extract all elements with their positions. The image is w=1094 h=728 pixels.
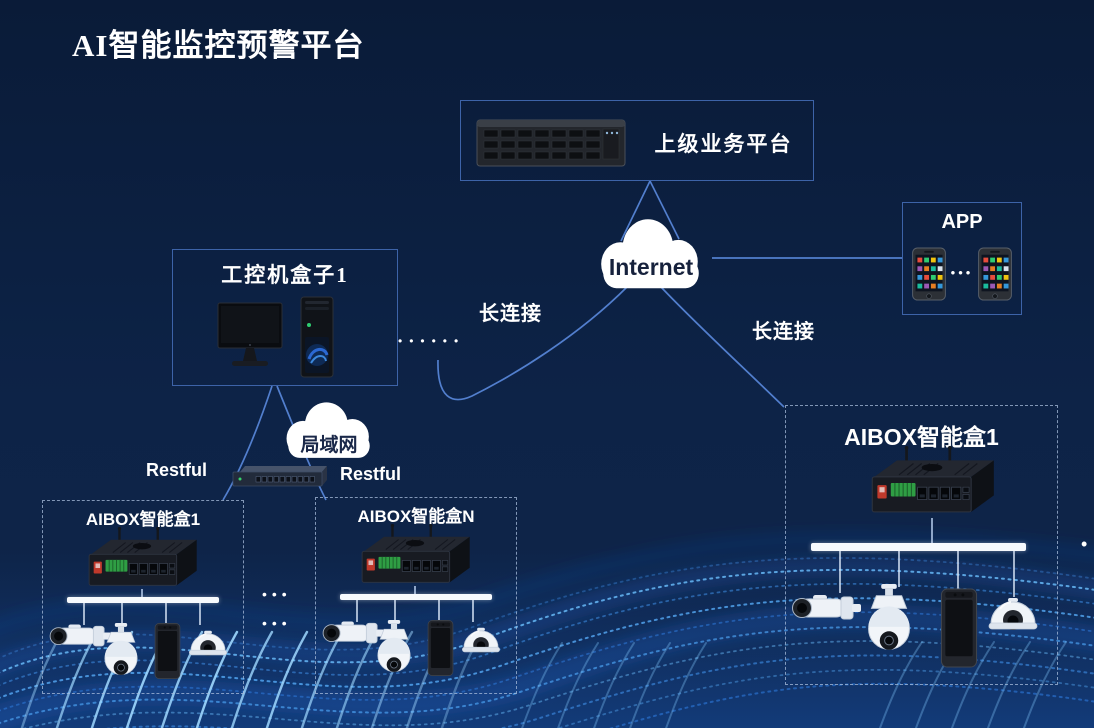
- device-bus-link: [414, 586, 416, 594]
- dome-camera-icon: [460, 626, 502, 656]
- aibox-left-label: AIBOX智能盒1: [85, 510, 201, 529]
- lan-cloud: 局域网: [277, 395, 381, 469]
- face-terminal-icon: [426, 618, 455, 678]
- device-bus-link: [931, 518, 933, 544]
- drop-line: [898, 551, 900, 587]
- aibox-group-middle: AIBOX智能盒N: [315, 497, 517, 694]
- more-ipc-ellipsis: ••••••: [398, 334, 466, 348]
- drop-line: [394, 600, 396, 622]
- long-connection-label-right: 长连接: [752, 321, 815, 343]
- edge-server-cloud-left: [620, 180, 651, 242]
- edge-cloud-left-longconn: [437, 286, 628, 401]
- app-box: APP •••: [902, 202, 1022, 315]
- drop-line: [438, 600, 440, 622]
- aibox-device-icon: [354, 524, 476, 586]
- drop-line: [1013, 551, 1015, 597]
- long-connection-label-left: 长连接: [479, 303, 542, 325]
- app-label: APP: [941, 211, 983, 233]
- camera-bus-bar: [67, 597, 219, 603]
- aibox-group-left: AIBOX智能盒1: [42, 500, 244, 694]
- monitor-icon: [217, 302, 283, 370]
- drop-line: [83, 603, 85, 625]
- aibox-group-right: AIBOX智能盒1: [785, 405, 1058, 685]
- restful-label-left: Restful: [146, 460, 208, 480]
- drop-line: [165, 603, 167, 625]
- aibox-right-label: AIBOX智能盒1: [844, 424, 999, 450]
- bullet-camera-icon: [789, 592, 863, 626]
- drop-line: [839, 551, 841, 593]
- upper-platform-box: 上级业务平台: [460, 100, 814, 181]
- page-title: AI智能监控预警平台: [72, 28, 365, 63]
- edge-server-cloud-right: [649, 180, 680, 240]
- drop-line: [957, 551, 959, 589]
- more-groups-ellipsis: •••: [262, 615, 292, 631]
- aibox-middle-label: AIBOX智能盒N: [357, 507, 475, 526]
- drop-line: [472, 600, 474, 622]
- ptz-camera-icon: [866, 584, 912, 660]
- edge-cloud-right-longconn: [660, 286, 785, 408]
- industrial-pc-box: 工控机盒子1: [172, 249, 398, 386]
- camera-bus-bar: [340, 594, 492, 600]
- edge-ipc-aibox1: [222, 385, 273, 501]
- internet-label: Internet: [608, 254, 694, 280]
- tower-icon: [299, 295, 335, 379]
- internet-cloud: Internet: [590, 210, 712, 302]
- rack-server-icon: [476, 114, 626, 168]
- lan-label: 局域网: [300, 435, 358, 456]
- face-terminal-icon: [153, 621, 182, 681]
- dome-camera-icon: [986, 596, 1040, 634]
- ptz-camera-icon: [376, 620, 412, 680]
- network-switch-icon: [232, 463, 328, 491]
- ptz-camera-icon: [103, 623, 139, 683]
- app-ellipsis: •••: [950, 265, 974, 280]
- industrial-pc-label: 工控机盒子1: [221, 263, 349, 287]
- phone-icon: [911, 247, 947, 301]
- more-right-ellipsis: •: [1081, 534, 1088, 554]
- camera-bus-bar: [811, 543, 1026, 551]
- aibox-device-icon: [81, 527, 203, 589]
- aibox-device-icon: [864, 442, 1000, 520]
- phone-icon: [977, 247, 1013, 301]
- restful-label-right: Restful: [340, 464, 402, 484]
- drop-line: [356, 600, 358, 622]
- upper-platform-label: 上级业务平台: [654, 132, 793, 156]
- dome-camera-icon: [187, 629, 229, 659]
- drop-line: [121, 603, 123, 625]
- drop-line: [199, 603, 201, 625]
- more-groups-ellipsis: •••: [262, 586, 292, 602]
- face-terminal-icon: [938, 588, 980, 668]
- device-bus-link: [141, 589, 143, 597]
